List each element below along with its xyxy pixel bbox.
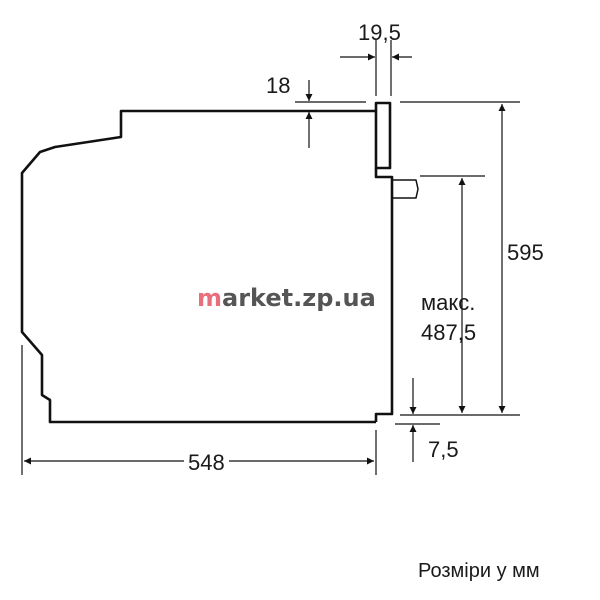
caption-units: Розміри у мм (418, 560, 540, 582)
knob (392, 179, 419, 199)
dim-label-height: 595 (507, 240, 544, 265)
dim-label-max-value: 487,5 (421, 320, 477, 345)
front-panel-upper (374, 101, 392, 170)
dim-label-top-offset: 18 (266, 73, 291, 98)
watermark: market.zp.ua (197, 284, 376, 312)
watermark-first: m (197, 284, 223, 312)
dim-label-front-thickness: 19,5 (358, 20, 401, 45)
watermark-rest: arket.zp.ua (222, 284, 376, 312)
oven-body-outline (20, 109, 376, 424)
dim-label-max: макс. (421, 290, 476, 315)
dim-label-bottom-offset: 7,5 (428, 437, 459, 462)
dim-label-depth: 548 (184, 450, 229, 476)
front-panel-lower (374, 168, 394, 422)
